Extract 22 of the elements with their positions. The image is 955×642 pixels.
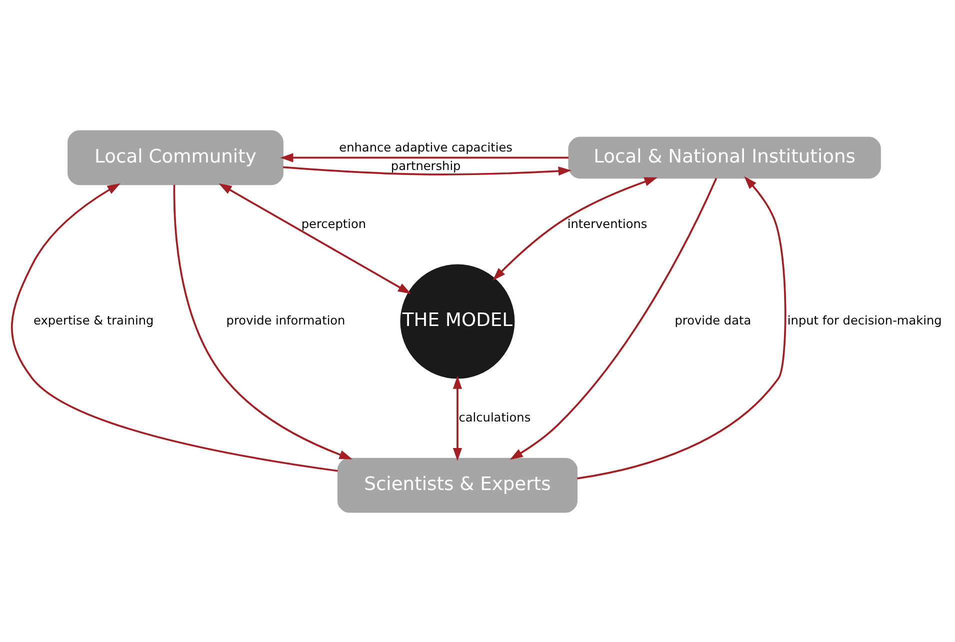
edge-label: input for decision-making [787, 313, 942, 328]
edge-label: partnership [390, 158, 461, 173]
edge-label: enhance adaptive capacities [339, 140, 512, 154]
edge-label: calculations [458, 410, 531, 424]
edge-label: interventions [567, 216, 648, 230]
edge-label: provide information [226, 313, 346, 328]
arrow [283, 166, 572, 176]
arrow [173, 184, 352, 459]
arrow [510, 177, 718, 460]
edge-label: expertise & training [34, 313, 154, 328]
arrow [452, 375, 462, 461]
arrow [218, 182, 412, 294]
arrow [280, 152, 568, 162]
arrow [492, 176, 658, 280]
node-box: Scientists & Experts [337, 457, 578, 512]
arrow [11, 182, 338, 472]
edge-label: provide data [674, 313, 752, 328]
edge-label: perception [301, 216, 366, 230]
node-circle: THE MODEL [400, 264, 515, 378]
node-box: Local & National Institutions [568, 136, 881, 178]
arrow [577, 176, 786, 479]
node-box: Local Community [68, 130, 284, 185]
